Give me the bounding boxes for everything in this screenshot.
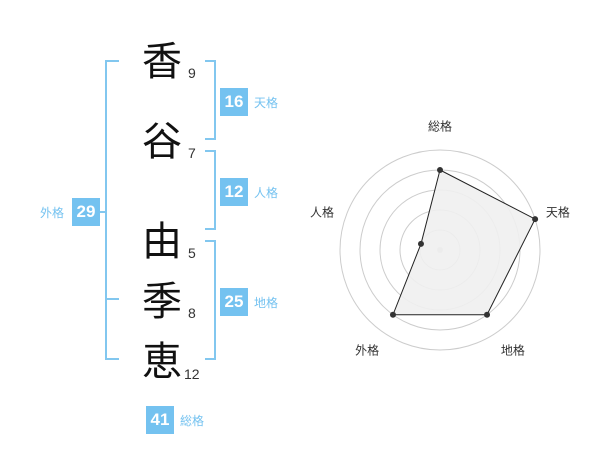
radar-axis-label-2: 天格	[545, 205, 570, 220]
name-character-2: 谷	[142, 119, 182, 165]
stroke-count-4: 8	[188, 305, 196, 321]
chikaku-bracket	[205, 240, 216, 360]
chikaku-label: 地格	[254, 296, 279, 310]
radar-axis-label-4: 外格	[355, 343, 380, 358]
soukaku-label: 総格	[180, 414, 205, 428]
gaikaku-connector	[100, 211, 106, 213]
gaikaku-bracket	[105, 60, 119, 360]
tenkaku-label: 天格	[254, 96, 279, 110]
radar-point-5	[417, 240, 424, 247]
radar-point-4	[389, 311, 396, 318]
stroke-count-3: 5	[188, 245, 196, 261]
name-character-4: 季	[142, 279, 182, 325]
gaikaku-badge: 29	[72, 198, 100, 226]
radar-point-2	[532, 216, 539, 223]
stroke-count-2: 7	[188, 145, 196, 161]
radar-axis-label-3: 地格	[500, 343, 525, 358]
name-character-1: 香	[142, 39, 182, 85]
radar-axis-label-5: 人格	[310, 205, 335, 220]
jinkaku-badge: 12	[220, 178, 248, 206]
jinkaku-label: 人格	[254, 186, 279, 200]
chikaku-badge: 25	[220, 288, 248, 316]
gaikaku-bracket-tick	[105, 298, 119, 300]
name-character-5: 恵	[142, 339, 182, 385]
soukaku-badge: 41	[146, 406, 174, 434]
stroke-count-1: 9	[188, 65, 196, 81]
stroke-count-5: 12	[184, 366, 200, 382]
jinkaku-bracket	[205, 150, 216, 230]
radar-point-3	[484, 311, 491, 318]
name-character-3: 由	[142, 219, 182, 265]
radar-axis-label-1: 総格	[427, 119, 453, 134]
tenkaku-badge: 16	[220, 88, 248, 116]
radar-data-polygon	[392, 169, 536, 316]
radar-point-1	[437, 167, 443, 173]
gaikaku-label: 外格	[40, 206, 65, 220]
tenkaku-bracket	[205, 60, 216, 140]
